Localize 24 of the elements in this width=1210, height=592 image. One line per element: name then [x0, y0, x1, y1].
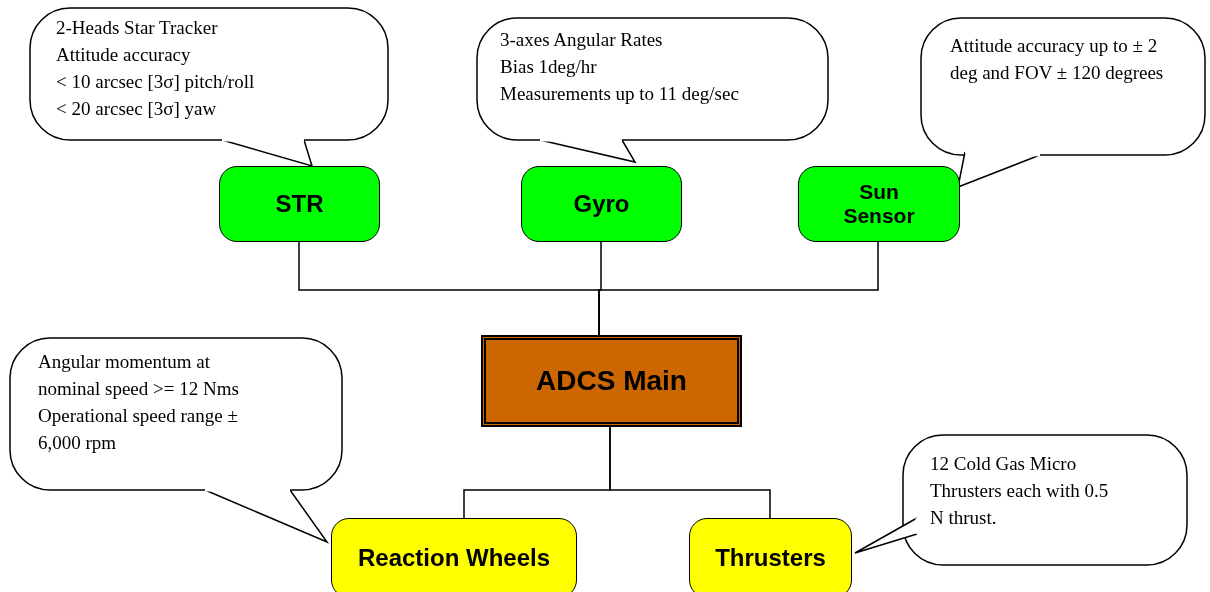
callout-text: 3-axes Angular Rates — [500, 28, 664, 52]
callout-text: < 10 arcsec [3σ] pitch/roll — [56, 70, 256, 94]
box-label: Gyro — [572, 190, 631, 218]
sensor-box — [798, 166, 960, 242]
actuator-box — [689, 518, 852, 592]
callout-text: Measurements up to 11 deg/sec — [500, 82, 740, 106]
box-label: Thrusters — [714, 544, 827, 572]
box-label: Sun Sensor — [842, 179, 916, 229]
callout-text: Attitude accuracy — [56, 43, 192, 67]
sensor-box — [521, 166, 682, 242]
box-label: STR — [274, 190, 325, 218]
callout-text: Attitude accuracy up to ± 2 deg and FOV ± 120 degrees — [950, 34, 1165, 85]
box-label: ADCS Main — [535, 364, 688, 398]
callout-text: Bias 1deg/hr — [500, 55, 598, 79]
actuator-box — [331, 518, 577, 592]
sensor-box — [219, 166, 380, 242]
connector-line — [598, 241, 879, 336]
callout-text: < 20 arcsec [3σ] yaw — [56, 97, 218, 121]
box-label: Reaction Wheels — [356, 544, 551, 572]
connector-line — [609, 426, 771, 519]
callout-text: Angular momentum at nominal speed >= 12 Nms Operational speed range ± 6,000 rpm — [38, 350, 240, 455]
callout-text: 2-Heads Star Tracker — [56, 16, 219, 40]
main-unit-box — [481, 335, 742, 427]
callout-text: 12 Cold Gas Micro Thrusters each with 0.5 N thrust. — [930, 452, 1110, 530]
